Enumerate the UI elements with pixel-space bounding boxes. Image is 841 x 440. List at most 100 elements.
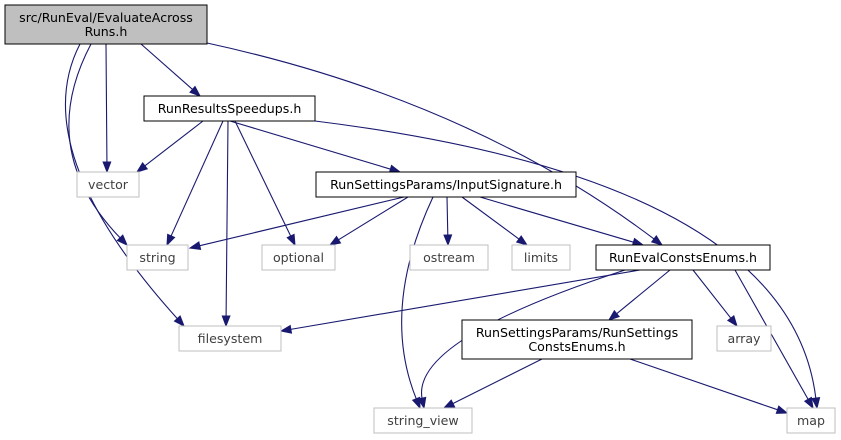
node-label: Runs.h (85, 24, 128, 39)
node-box (315, 171, 577, 198)
arrowhead-icon (221, 315, 231, 328)
edge-line (140, 43, 194, 91)
edge-line (615, 269, 671, 315)
edge-line (692, 269, 732, 320)
edge-line (451, 358, 543, 405)
node-consts[interactable]: RunEvalConstsEnums.h (595, 244, 771, 271)
edge-consts-to-array (692, 269, 738, 328)
node-optional: optional (261, 244, 336, 271)
edge-line (401, 196, 434, 400)
edge-line (198, 196, 405, 247)
edge-inputsig-to-ostream (443, 196, 453, 247)
node-label: string_view (387, 413, 458, 428)
edge-speedups-to-inputsig (229, 120, 402, 174)
node-label: RunSettingsParams/RunSettings (476, 325, 678, 340)
node-array: array (716, 325, 772, 352)
node-box (261, 244, 336, 271)
node-label: filesystem (198, 331, 263, 346)
edge-consts-to-filesystem (279, 269, 641, 334)
edge-line (206, 42, 656, 241)
edge-consts-to-rsconsts (607, 269, 671, 321)
node-label: src/RunEval/EvaluateAcross (19, 10, 193, 25)
arrowhead-icon (188, 241, 202, 250)
node-vector: vector (76, 171, 140, 198)
edge-line (337, 196, 409, 241)
edge-line (229, 120, 392, 170)
arrowhead-icon (726, 314, 738, 328)
edge-evaluate-to-vector (102, 43, 112, 174)
edge-speedups-to-vector (135, 120, 204, 173)
arrowhead-icon (811, 397, 821, 410)
edge-line (479, 196, 635, 243)
node-map: map (786, 407, 836, 434)
node-inputsig[interactable]: RunSettingsParams/InputSignature.h (315, 171, 577, 198)
node-speedups[interactable]: RunResultsSpeedups.h (143, 95, 316, 122)
node-rsconsts[interactable]: RunSettingsParams/RunSettingsConstsEnums… (461, 319, 693, 360)
node-label: array (727, 331, 761, 346)
node-label: RunSettingsParams/InputSignature.h (330, 177, 562, 192)
edge-speedups-to-optional (234, 120, 296, 247)
node-box (178, 325, 282, 352)
edge-line (234, 120, 292, 238)
arrowhead-icon (279, 324, 293, 334)
arrowhead-icon (417, 396, 427, 410)
node-box (76, 171, 140, 198)
edge-evaluate-to-consts (206, 42, 664, 246)
edge-line (68, 43, 122, 239)
node-label: RunEvalConstsEnums.h (609, 250, 757, 265)
node-box (511, 244, 571, 271)
arrowhead-icon (135, 161, 149, 173)
edge-evaluate-to-string (68, 43, 128, 247)
edge-consts-to-map (734, 269, 814, 410)
arrowhead-icon (411, 396, 421, 410)
node-label: RunResultsSpeedups.h (158, 101, 302, 116)
edge-line (143, 120, 204, 167)
node-box (4, 4, 208, 45)
edge-speedups-to-filesystem (221, 120, 231, 328)
arrowhead-icon (607, 309, 620, 321)
edge-inputsig-to-string_view (401, 196, 434, 410)
node-box (126, 244, 189, 271)
edge-line (314, 120, 817, 400)
node-label: ConstsEnums.h (528, 339, 625, 354)
node-box (595, 244, 771, 271)
arrowhead-icon (775, 405, 789, 414)
arrowhead-icon (116, 234, 128, 247)
node-box (716, 325, 772, 352)
node-box (143, 95, 316, 122)
edge-inputsig-to-string (188, 196, 405, 250)
node-string: string (126, 244, 189, 271)
edge-line (105, 43, 108, 164)
node-string_view: string_view (373, 407, 473, 434)
edge-rsconsts-to-map (629, 358, 789, 414)
edge-inputsig-to-optional (328, 196, 409, 246)
edge-speedups-to-map (314, 120, 821, 410)
node-label: map (797, 413, 825, 428)
node-label: ostream (423, 250, 475, 265)
node-box (786, 407, 836, 434)
edge-evaluate-to-filesystem (64, 43, 185, 328)
edge-line (446, 196, 449, 237)
nodes-layer: src/RunEval/EvaluateAcrossRuns.hRunResul… (4, 4, 836, 434)
edge-speedups-to-string (166, 120, 224, 247)
arrowhead-icon (650, 235, 664, 246)
arrowhead-icon (189, 85, 202, 97)
edges-layer (64, 42, 821, 414)
edge-line (734, 269, 810, 401)
arrowhead-icon (286, 233, 296, 247)
arrowhead-icon (442, 399, 456, 409)
node-label: limits (524, 250, 558, 265)
edge-line (629, 358, 779, 411)
arrowhead-icon (803, 396, 814, 410)
node-box (373, 407, 473, 434)
node-filesystem: filesystem (178, 325, 282, 352)
node-label: string (139, 250, 175, 265)
node-ostream: ostream (409, 244, 489, 271)
node-limits: limits (511, 244, 571, 271)
arrowhead-icon (166, 233, 176, 247)
node-label: optional (273, 250, 324, 265)
edge-line (170, 120, 224, 238)
edge-line (289, 269, 641, 331)
edge-line (225, 120, 229, 318)
